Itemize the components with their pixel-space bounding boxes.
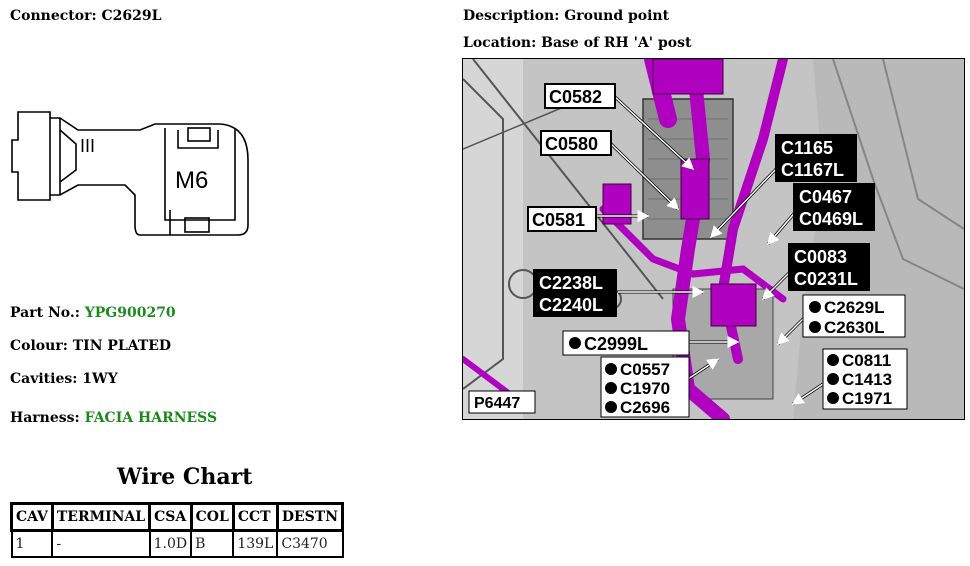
label-c2629l: C2629L bbox=[824, 298, 884, 317]
harness-line: Harness: FACIA HARNESS bbox=[10, 410, 217, 426]
part-no-line: Part No.: YPG900270 bbox=[10, 305, 176, 321]
label-c0580: C0580 bbox=[545, 134, 598, 154]
label-c2240l: C2240L bbox=[539, 295, 603, 315]
label-c0582: C0582 bbox=[549, 87, 602, 107]
location-line: Location: Base of RH 'A' post bbox=[463, 35, 691, 51]
colour-line: Colour: TIN PLATED bbox=[10, 338, 171, 354]
connector-drawing: III M6 bbox=[11, 111, 249, 236]
wire-chart-header-row: CAV TERMINAL CSA COL CCT DESTN bbox=[10, 502, 345, 532]
label-c0231l: C0231L bbox=[794, 269, 858, 289]
part-no-link[interactable]: YPG900270 bbox=[84, 305, 176, 321]
cell-destn: C3470 bbox=[276, 529, 344, 558]
cell-cav: 1 bbox=[10, 529, 54, 558]
label-c0557: C0557 bbox=[620, 360, 670, 379]
label-c2999l: C2999L bbox=[584, 334, 648, 354]
location-value: Base of RH 'A' post bbox=[541, 35, 692, 51]
description-label: Description: bbox=[463, 8, 560, 24]
connector-line: Connector: C2629L bbox=[10, 8, 161, 24]
description-line: Description: Ground point bbox=[463, 8, 669, 24]
header-terminal: TERMINAL bbox=[50, 502, 152, 532]
table-row: 1 - 1.0D B 139L C3470 bbox=[10, 529, 344, 558]
label-c0467: C0467 bbox=[799, 187, 852, 207]
label-c0083: C0083 bbox=[794, 247, 847, 267]
header-csa: CSA bbox=[148, 502, 193, 532]
label-c2630l: C2630L bbox=[824, 318, 884, 337]
label-c0469l: C0469L bbox=[799, 209, 863, 229]
location-diagram: C0582 C0580 C0581 C1165 C1167L C0467 C04… bbox=[462, 58, 965, 420]
label-c1165: C1165 bbox=[781, 138, 833, 158]
label-c0581: C0581 bbox=[532, 210, 585, 230]
location-label: Location: bbox=[463, 35, 537, 51]
cell-csa: 1.0D bbox=[148, 529, 193, 558]
label-c1167l: C1167L bbox=[781, 160, 844, 180]
colour-label: Colour: bbox=[10, 338, 68, 354]
header-cct: CCT bbox=[231, 502, 279, 532]
harness-link[interactable]: FACIA HARNESS bbox=[84, 410, 218, 426]
header-col: COL bbox=[189, 502, 235, 532]
label-c0811: C0811 bbox=[842, 351, 891, 370]
connector-value: C2629L bbox=[101, 8, 162, 24]
description-value: Ground point bbox=[564, 8, 670, 24]
part-no-label: Part No.: bbox=[10, 305, 80, 321]
label-c1971: C1971 bbox=[842, 389, 892, 408]
cavities-value: 1WY bbox=[82, 371, 118, 387]
label-c2238l: C2238L bbox=[539, 273, 603, 293]
cell-col: B bbox=[190, 529, 235, 558]
connector-marks: III bbox=[80, 136, 95, 156]
label-c1970: C1970 bbox=[620, 379, 670, 398]
connector-label: Connector: bbox=[10, 8, 97, 24]
header-destn: DESTN bbox=[275, 502, 345, 532]
diagram-ref: P6447 bbox=[474, 395, 520, 412]
location-diagram-svg: C0582 C0580 C0581 C1165 C1167L C0467 C04… bbox=[463, 59, 964, 419]
header-cav: CAV bbox=[10, 502, 54, 532]
cavities-line: Cavities: 1WY bbox=[10, 371, 118, 387]
connector-stud-label: M6 bbox=[175, 167, 208, 194]
cavities-label: Cavities: bbox=[10, 371, 78, 387]
cell-terminal: - bbox=[51, 529, 151, 558]
wire-chart-title: Wire Chart bbox=[117, 464, 253, 490]
colour-value: TIN PLATED bbox=[72, 338, 172, 354]
cell-cct: 139L bbox=[232, 529, 279, 558]
label-c1413: C1413 bbox=[842, 370, 892, 389]
label-c2696: C2696 bbox=[620, 398, 670, 417]
wire-chart-table: CAV TERMINAL CSA COL CCT DESTN 1 - 1.0D … bbox=[10, 502, 345, 558]
harness-label: Harness: bbox=[10, 410, 80, 426]
